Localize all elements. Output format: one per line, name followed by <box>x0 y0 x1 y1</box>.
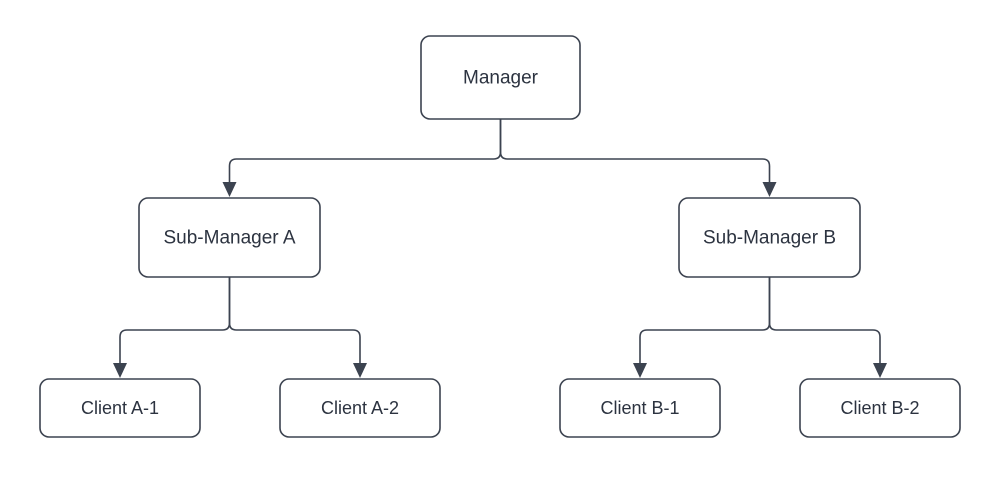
node-client-b-2-label: Client B-2 <box>840 398 919 418</box>
node-client-b-2[interactable]: Client B-2 <box>799 378 961 438</box>
node-client-b-2-box[interactable] <box>799 378 961 438</box>
node-client-a-1-box[interactable] <box>39 378 201 438</box>
edge-manager-to-sub-manager-b <box>499 119 771 186</box>
node-layer: Manager Sub-Manager A Sub-Manager B Clie… <box>39 35 961 438</box>
edge-sub-manager-b-to-client-b-2 <box>768 277 881 367</box>
node-sub-manager-b-label: Sub-Manager B <box>703 228 836 249</box>
node-sub-manager-a[interactable]: Sub-Manager A <box>138 197 321 278</box>
node-manager[interactable]: Manager <box>420 35 581 120</box>
node-sub-manager-b-box[interactable] <box>678 197 861 278</box>
node-manager-label: Manager <box>463 68 539 89</box>
node-sub-manager-a-label: Sub-Manager A <box>163 228 295 249</box>
node-client-b-1-box[interactable] <box>559 378 721 438</box>
edge-sub-manager-a-to-client-a-1 <box>119 277 231 367</box>
node-client-b-1[interactable]: Client B-1 <box>559 378 721 438</box>
arrowhead-icon-to-client-a-2 <box>353 363 367 378</box>
node-client-a-2[interactable]: Client A-2 <box>279 378 441 438</box>
node-client-a-1-label: Client A-1 <box>81 398 159 418</box>
node-client-a-1[interactable]: Client A-1 <box>39 378 201 438</box>
node-sub-manager-a-box[interactable] <box>138 197 321 278</box>
edge-sub-manager-b-to-client-b-1 <box>639 277 771 367</box>
node-client-a-2-box[interactable] <box>279 378 441 438</box>
arrowhead-icon-to-client-b-1 <box>633 363 647 378</box>
arrowhead-icon-to-sub-manager-a <box>222 182 237 197</box>
arrowhead-layer <box>113 182 887 378</box>
edge-sub-manager-a-to-client-a-2 <box>228 277 361 367</box>
edge-manager-to-sub-manager-a <box>228 119 502 186</box>
arrowhead-icon-to-client-b-2 <box>873 363 887 378</box>
node-manager-box[interactable] <box>420 35 581 120</box>
edge-layer <box>119 119 881 367</box>
node-client-a-2-label: Client A-2 <box>321 398 399 418</box>
node-sub-manager-b[interactable]: Sub-Manager B <box>678 197 861 278</box>
arrowhead-icon-to-client-a-1 <box>113 363 127 378</box>
node-client-b-1-label: Client B-1 <box>600 398 679 418</box>
arrowhead-icon-to-sub-manager-b <box>762 182 777 197</box>
